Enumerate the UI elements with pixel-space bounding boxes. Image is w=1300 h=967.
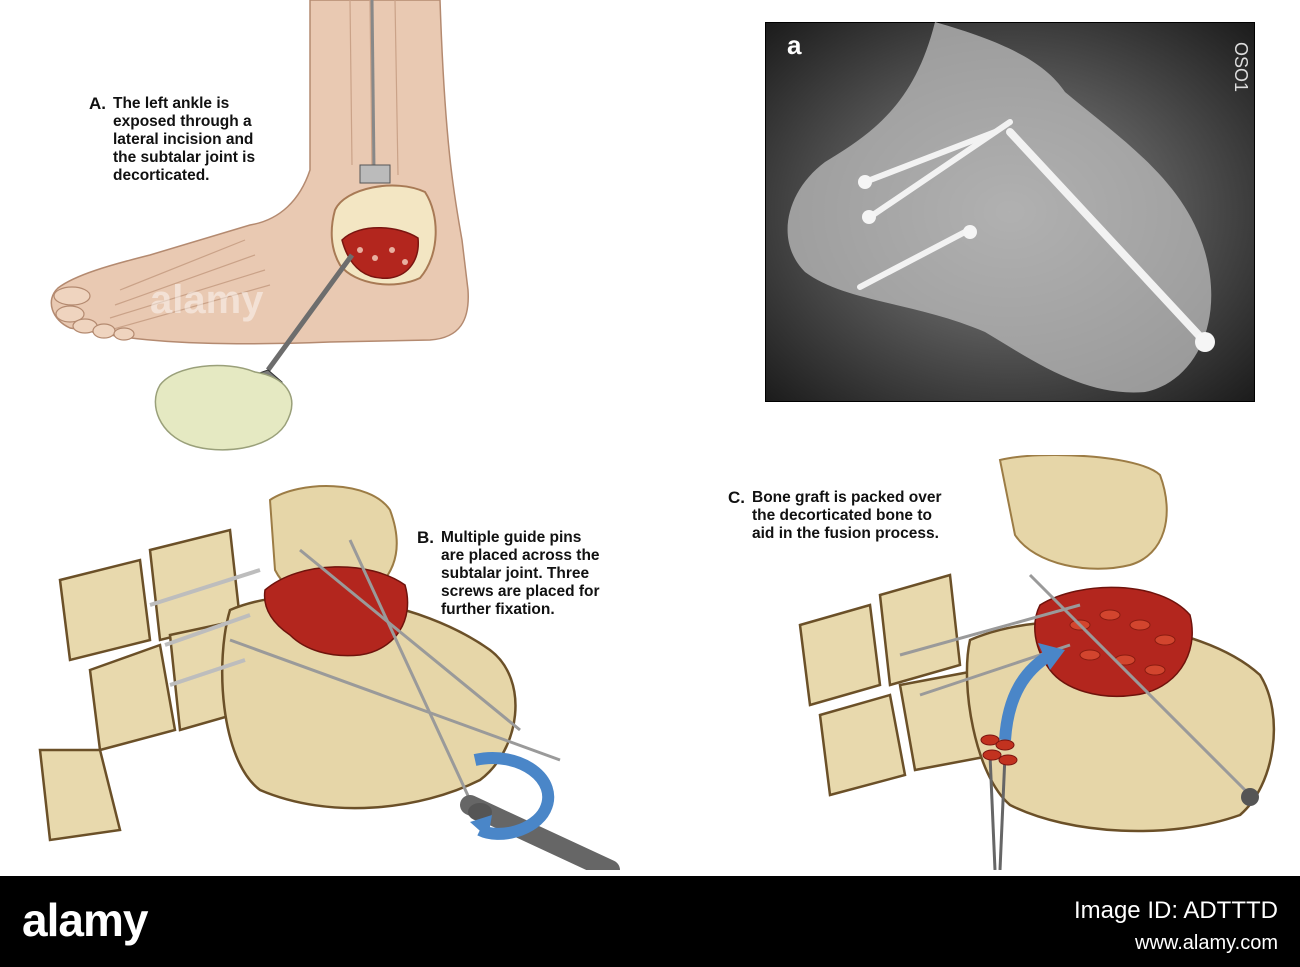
- caption-c-text: Bone graft is packed over the decorticat…: [752, 489, 942, 542]
- caption-a: A. The left ankle is exposed through a l…: [89, 95, 313, 185]
- retractor-clamp: [359, 164, 391, 184]
- caption-a-letter: A.: [89, 94, 106, 113]
- forceps: [988, 754, 997, 870]
- gloved-hand: [154, 364, 293, 451]
- caption-c: C. Bone graft is packed over the decorti…: [728, 489, 992, 543]
- xray-screw-head: [1195, 332, 1215, 352]
- metatarsal-outlines: [109, 239, 271, 331]
- drill-chuck: [468, 803, 492, 821]
- guide-pins: [229, 539, 561, 801]
- rotation-arrow: [473, 752, 555, 840]
- midfoot-bones-c: [798, 573, 997, 797]
- midfoot-screws: [149, 568, 261, 687]
- footer-bar: [0, 876, 1300, 967]
- caption-b-letter: B.: [417, 528, 434, 547]
- xray-screws: [857, 119, 1209, 346]
- xray-image: a OSO1: [765, 22, 1255, 402]
- footer-image-id: Image ID: ADTTTD: [1073, 897, 1278, 924]
- curette-shaft: [265, 253, 355, 372]
- retractor-wire: [370, 0, 376, 171]
- caption-b: B. Multiple guide pins are placed across…: [417, 529, 661, 619]
- caption-c-letter: C.: [728, 488, 745, 507]
- caption-b-text: Multiple guide pins are placed across th…: [441, 529, 600, 618]
- graft-on-forceps: [980, 734, 1018, 766]
- xray-bone-silhouette: [787, 22, 1212, 393]
- pin-cap-c: [1241, 788, 1259, 806]
- footer-brand-logo: alamy: [22, 894, 148, 946]
- panel-c-illustration: [798, 455, 1276, 870]
- footer-url[interactable]: www.alamy.com: [1135, 932, 1278, 954]
- xray-side-label: OSO1: [1231, 42, 1251, 92]
- midfoot-bones: [38, 528, 252, 842]
- caption-a-text: The left ankle is exposed through a late…: [113, 95, 256, 184]
- xray-marker: a: [787, 30, 802, 60]
- toes: [53, 286, 135, 341]
- panel-a-illustration: [50, 0, 469, 451]
- decorticated-joint: [341, 227, 419, 279]
- panel-b-illustration: [38, 485, 620, 870]
- graft-chips: [1069, 609, 1176, 676]
- talus-bone-c: [998, 455, 1168, 570]
- watermark: alamy: [150, 278, 264, 322]
- drill-shaft: [460, 795, 620, 870]
- graft-insertion-arrow: [999, 649, 1054, 741]
